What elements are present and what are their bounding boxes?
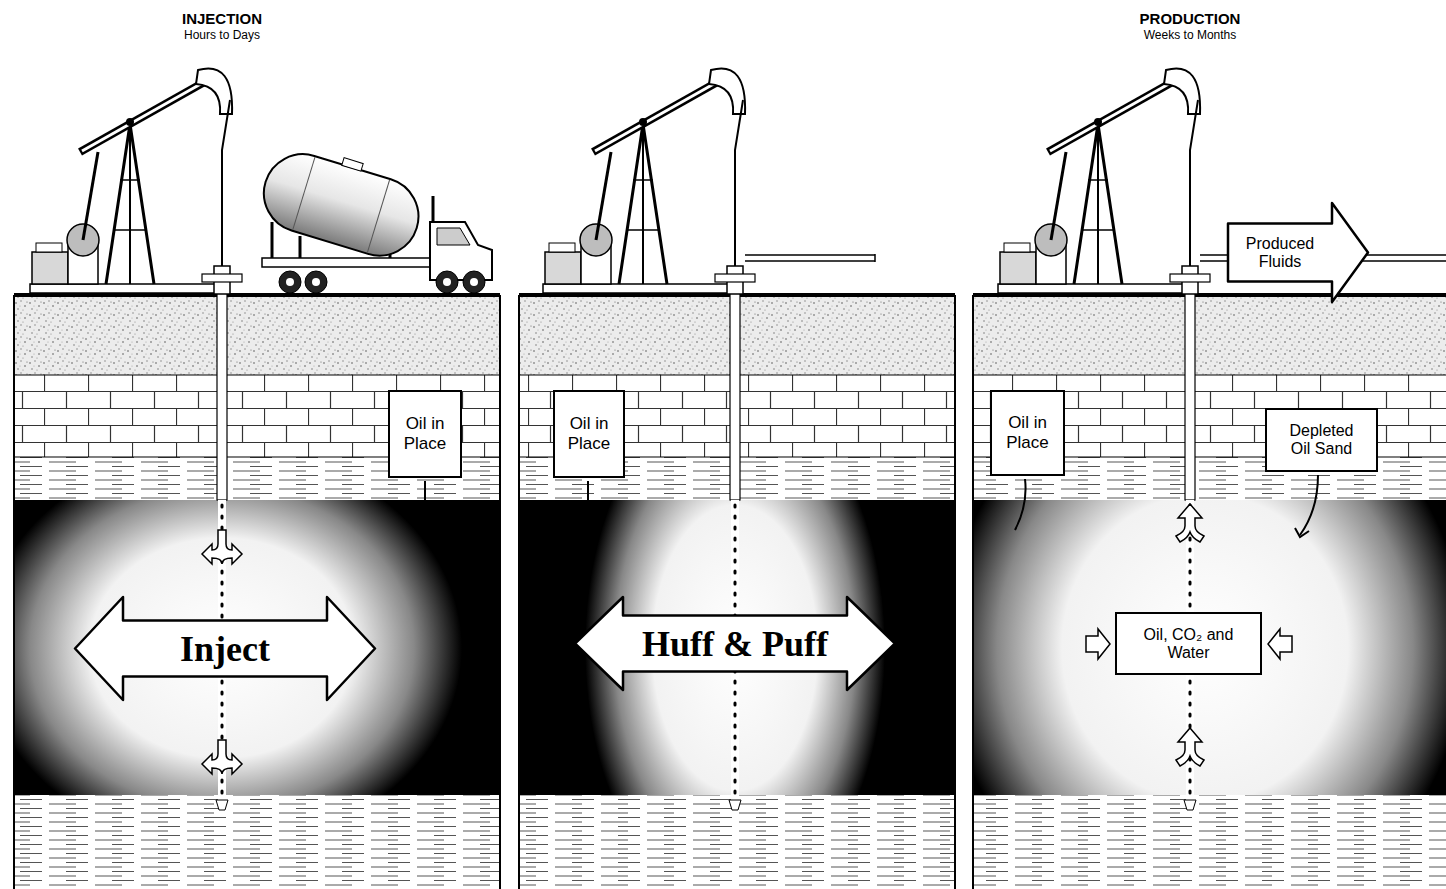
outflow-arrow [202,530,242,564]
pumpjack [998,68,1200,293]
arrow-label: Produced Fluids [1240,235,1320,271]
callout-text: Oil in Place [1006,413,1049,453]
callout-text: Depleted Oil Sand [1279,422,1365,458]
panel-title: PRODUCTION [1140,10,1241,27]
pumpjack [30,68,232,293]
tank-support [299,236,302,258]
arrow-label: Huff & Puff [642,623,828,665]
wellhead-valve [202,274,242,282]
limestone-layer [14,375,500,457]
callout-box: Depleted Oil Sand [1265,408,1378,472]
inflow-arrow [1268,629,1292,659]
inflow-arrow [1086,629,1110,659]
fluid-box: Oil, CO₂ and Water [1115,612,1262,675]
double-arrow: Inject [75,597,375,700]
pipe-end [874,254,876,262]
panel-subtitle: Hours to Days [184,28,260,42]
wheel [436,271,458,293]
tank-ring [367,180,389,253]
inflow-arrow [1176,728,1204,766]
wheel [463,271,485,293]
wheel [279,271,301,293]
tank-truck [254,138,492,293]
shale-layer [14,795,500,889]
pumpjack [543,68,745,293]
panel-subtitle: Weeks to Months [1144,28,1236,42]
casing [730,290,740,500]
hub [443,278,451,286]
drill-bit [729,800,741,810]
wheel [305,271,327,293]
callout-text: Oil in Place [568,414,611,454]
callout-box: Oil in Place [388,390,462,478]
panel-frame [14,296,500,889]
tank [254,138,430,265]
depleted-zone [973,500,1446,795]
arrow-outline [75,597,375,700]
outflow-arrow [202,740,242,774]
wellbore [216,290,1196,810]
tank-support [271,222,274,258]
hub [286,278,294,286]
cab-window [437,228,470,245]
leader-arrowhead [1295,528,1309,537]
hub [470,278,478,286]
leader-line [424,481,426,506]
wellhead [202,266,1210,294]
layer-boundary [973,374,1446,375]
tank-shell [254,145,428,266]
soil-layer [14,296,500,375]
arrow-outline [575,597,895,690]
trailer-frame [262,258,440,267]
panel-title: INJECTION [182,10,262,27]
wellhead-valve [715,274,755,282]
hub [312,278,320,286]
casing [1185,290,1195,500]
manway [342,158,363,171]
panel-frame [973,296,1446,889]
drill-bit [216,800,228,810]
leader-line [587,481,589,506]
leader-line [1015,479,1026,530]
arrow-outline [1228,203,1368,302]
tank-ring [293,157,315,230]
leader-line [1300,475,1318,535]
wellhead-valve [1170,274,1210,282]
pipe [745,260,875,262]
pipe [745,254,875,256]
shale-layer [973,795,1446,889]
double-arrow: Huff & Puff [575,597,895,690]
callout-box: Oil in Place [553,390,625,478]
truck-cab [430,222,492,280]
arrow-label: Inject [180,628,270,670]
layer-boundary [14,374,500,375]
soil-layer [973,296,1446,375]
shale-layer [519,795,955,889]
flow-arrow: Produced Fluids [1228,203,1368,302]
callout-box: Oil in Place [990,390,1065,476]
fluid-text: Oil, CO₂ and Water [1129,626,1249,662]
injection-panel [0,295,500,889]
inflow-arrow [1176,504,1204,542]
injected-zone [14,500,462,795]
exhaust-stack [432,196,435,222]
drill-bit [1184,800,1196,810]
casing [217,290,227,500]
callout-text: Oil in Place [404,414,447,454]
